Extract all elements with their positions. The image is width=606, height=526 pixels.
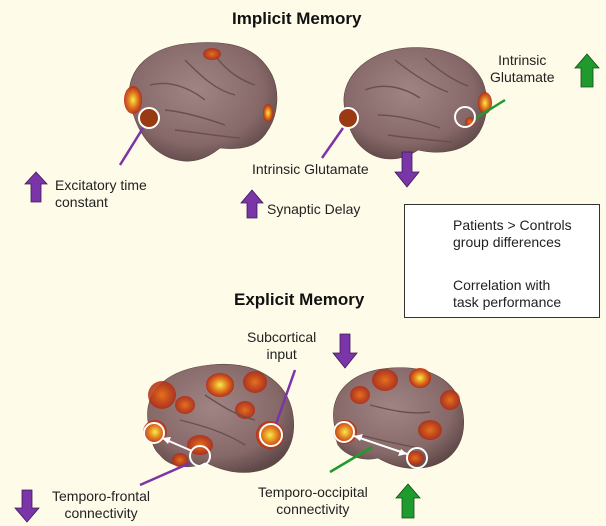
legend-box: Patients > Controls group differences Co…: [404, 204, 600, 318]
roi-circle: [338, 108, 358, 128]
label-temporo-frontal-connectivity: Temporo-frontal connectivity: [52, 488, 150, 522]
explicit-memory-title: Explicit Memory: [234, 290, 364, 310]
roi-circle: [139, 108, 159, 128]
label-subcortical-input: Subcortical input: [247, 329, 316, 363]
up-arrow-icon: [241, 190, 263, 218]
label-intrinsic-glutamate-right: Intrinsic Glutamate: [490, 52, 555, 86]
label-temporo-occipital-connectivity: Temporo-occipital connectivity: [258, 484, 368, 518]
legend-correlation-label: Correlation with task performance: [453, 277, 561, 311]
down-arrow-icon: [15, 490, 39, 522]
up-arrow-icon: [25, 172, 47, 202]
implicit-memory-title: Implicit Memory: [232, 9, 361, 29]
connector-line: [322, 128, 343, 158]
down-arrow-icon: [333, 334, 357, 368]
implicit-brain-right: [338, 48, 492, 159]
explicit-brain-right: [333, 368, 464, 469]
label-intrinsic-glutamate-left: Intrinsic Glutamate: [252, 161, 369, 178]
label-synaptic-delay: Synaptic Delay: [267, 201, 360, 218]
implicit-brain-left: [124, 43, 277, 162]
connector-line: [140, 463, 190, 485]
up-arrow-icon: [396, 484, 420, 518]
connector-line: [120, 128, 143, 165]
up-arrow-icon: [575, 54, 599, 87]
label-excitatory-time-constant: Excitatory time constant: [55, 177, 147, 211]
legend-patients-label: Patients > Controls group differences: [453, 217, 572, 251]
explicit-brain-left: [143, 364, 294, 472]
